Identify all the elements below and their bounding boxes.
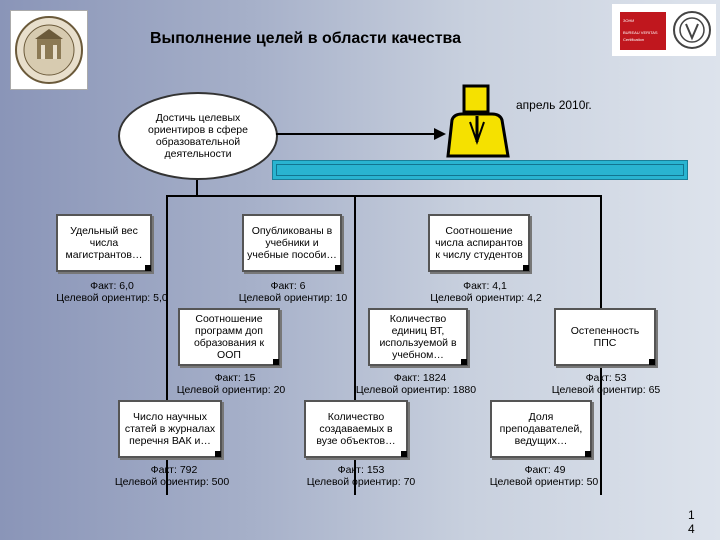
fact-value: Факт: 1824 <box>393 372 447 384</box>
target-value: Целевой ориентир: 10 <box>238 292 348 304</box>
marker-icon <box>273 359 279 365</box>
bureau-veritas-seal-icon <box>673 11 711 49</box>
target-value: Целевой ориентир: 500 <box>114 476 230 488</box>
goal-box[interactable]: Соотношение числа аспирантов к числу сту… <box>428 214 530 272</box>
marker-icon <box>401 451 407 457</box>
connector-line <box>166 195 602 197</box>
certification-logo: ЗОНИ BUREAU VERITAS Certification <box>612 4 716 56</box>
goal-box-label: Количество создаваемых в вузе объектов… <box>316 411 396 447</box>
goal-box-label: Количество единиц ВТ, используемой в уче… <box>379 313 457 361</box>
goal-box[interactable]: Удельный вес числа магистрантов… <box>56 214 152 272</box>
goal-box-label: Число научных статей в журналах перечня … <box>124 411 216 447</box>
marker-icon <box>335 265 341 271</box>
connector-line <box>166 195 168 495</box>
goal-box-label: Остепенность ППС <box>570 325 640 349</box>
progress-bar <box>272 160 688 180</box>
fact-value: Факт: 792 <box>150 464 198 476</box>
date-label: апрель 2010г. <box>516 98 592 112</box>
marker-icon <box>523 265 529 271</box>
arrow-icon <box>276 128 446 140</box>
badge-line-2: BUREAU VERITAS <box>623 30 658 35</box>
target-value: Целевой ориентир: 4,2 <box>430 292 542 304</box>
goal-box[interactable]: Количество создаваемых в вузе объектов… <box>304 400 408 458</box>
fact-value: Факт: 53 <box>585 372 627 384</box>
progress-bar-inner <box>276 164 684 176</box>
fact-value: Факт: 15 <box>214 372 256 384</box>
target-value: Целевой ориентир: 1880 <box>355 384 477 396</box>
goal-box-label: Соотношение числа аспирантов к числу сту… <box>435 225 523 261</box>
connector-line <box>354 195 356 495</box>
goal-box-label: Доля преподавателей, ведущих… <box>499 411 583 447</box>
fact-value: Факт: 6 <box>270 280 306 292</box>
page-number-digit: 4 <box>688 522 695 536</box>
connector-line <box>196 180 198 196</box>
person-icon <box>446 84 510 158</box>
page-number: 1 4 <box>688 508 695 536</box>
goal-box-label: Опубликованы в учебники и учебные пособи… <box>247 225 337 261</box>
page-title: Выполнение целей в области качества <box>150 30 462 47</box>
goal-box[interactable]: Остепенность ППС <box>554 308 656 366</box>
fact-value: Факт: 153 <box>337 464 385 476</box>
goal-box[interactable]: Число научных статей в журналах перечня … <box>118 400 222 458</box>
marker-icon <box>461 359 467 365</box>
university-logo <box>10 10 88 90</box>
seal-icon <box>15 16 83 84</box>
goal-node: Достичь целевых ориентиров в сфере образ… <box>118 92 278 180</box>
marker-icon <box>585 451 591 457</box>
fact-value: Факт: 49 <box>524 464 566 476</box>
target-value: Целевой ориентир: 20 <box>176 384 286 396</box>
target-value: Целевой ориентир: 70 <box>306 476 416 488</box>
fact-value: Факт: 4,1 <box>463 280 507 292</box>
goal-node-label: Достичь целевых ориентиров в сфере образ… <box>148 112 248 160</box>
goal-box[interactable]: Количество единиц ВТ, используемой в уче… <box>368 308 468 366</box>
goal-box[interactable]: Доля преподавателей, ведущих… <box>490 400 592 458</box>
certification-badge: ЗОНИ BUREAU VERITAS Certification <box>620 12 666 50</box>
goal-box-label: Соотношение программ доп образования к О… <box>193 313 265 361</box>
target-value: Целевой ориентир: 50 <box>489 476 599 488</box>
goal-box[interactable]: Соотношение программ доп образования к О… <box>178 308 280 366</box>
marker-icon <box>649 359 655 365</box>
marker-icon <box>145 265 151 271</box>
marker-icon <box>215 451 221 457</box>
fact-value: Факт: 6,0 <box>90 280 134 292</box>
target-value: Целевой ориентир: 5,0 <box>56 292 168 304</box>
target-value: Целевой ориентир: 65 <box>551 384 661 396</box>
goal-box[interactable]: Опубликованы в учебники и учебные пособи… <box>242 214 342 272</box>
page-number-digit: 1 <box>688 508 695 522</box>
badge-line-3: Certification <box>623 37 645 42</box>
badge-line-1: ЗОНИ <box>623 18 635 23</box>
goal-box-label: Удельный вес числа магистрантов… <box>65 225 143 261</box>
